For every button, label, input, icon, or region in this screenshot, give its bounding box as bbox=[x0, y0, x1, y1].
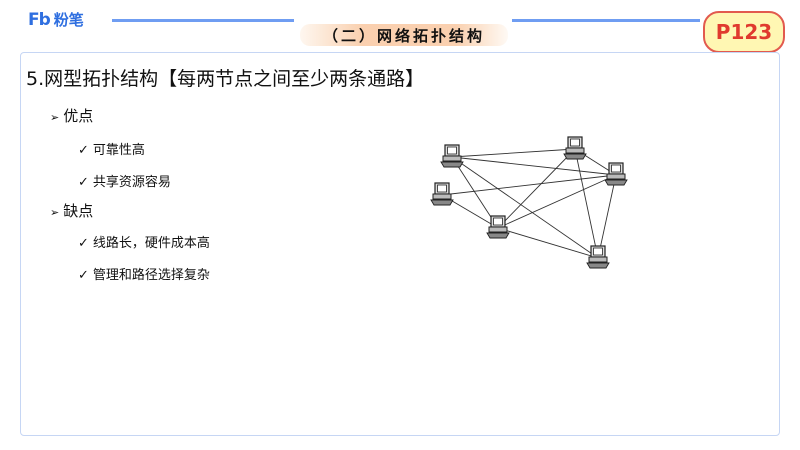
arrow-bullet-icon: ➢ bbox=[50, 206, 60, 219]
computer-node-icon bbox=[440, 144, 464, 168]
check-icon: ✓ bbox=[78, 175, 89, 190]
logo-mark: Fb bbox=[28, 9, 51, 30]
pros-item: ✓可靠性高 bbox=[78, 143, 145, 158]
check-icon: ✓ bbox=[78, 236, 89, 251]
cons-item: ✓管理和路径选择复杂 bbox=[78, 268, 210, 283]
mesh-topology-diagram bbox=[430, 136, 628, 269]
header-rule-right bbox=[512, 19, 700, 22]
logo-text: 粉笔 bbox=[53, 11, 84, 29]
title-highlight bbox=[300, 24, 508, 46]
check-icon: ✓ bbox=[78, 143, 89, 158]
brand-logo: Fb 粉笔 bbox=[28, 9, 84, 30]
mesh-links bbox=[441, 148, 617, 259]
check-icon: ✓ bbox=[78, 268, 89, 283]
computer-node-icon bbox=[563, 136, 587, 160]
top-bar: Fb 粉笔 bbox=[0, 0, 800, 36]
content-frame bbox=[20, 52, 780, 436]
cons-label: ➢缺点 bbox=[50, 202, 94, 220]
arrow-bullet-icon: ➢ bbox=[50, 111, 60, 124]
pros-item: ✓共享资源容易 bbox=[78, 175, 171, 190]
computer-node-icon bbox=[486, 215, 510, 239]
pros-label: ➢优点 bbox=[50, 107, 94, 125]
computer-node-icon bbox=[430, 182, 454, 206]
cons-item: ✓线路长，硬件成本高 bbox=[78, 236, 210, 251]
page-number-badge: P123 bbox=[703, 11, 785, 53]
computer-node-icon bbox=[604, 162, 628, 186]
computer-node-icon bbox=[586, 245, 610, 269]
header-rule-left bbox=[112, 19, 294, 22]
page-title: （二）网络拓扑结构 bbox=[322, 27, 485, 45]
section-heading: 5.网型拓扑结构【每两节点之间至少两条通路】 bbox=[26, 68, 425, 90]
